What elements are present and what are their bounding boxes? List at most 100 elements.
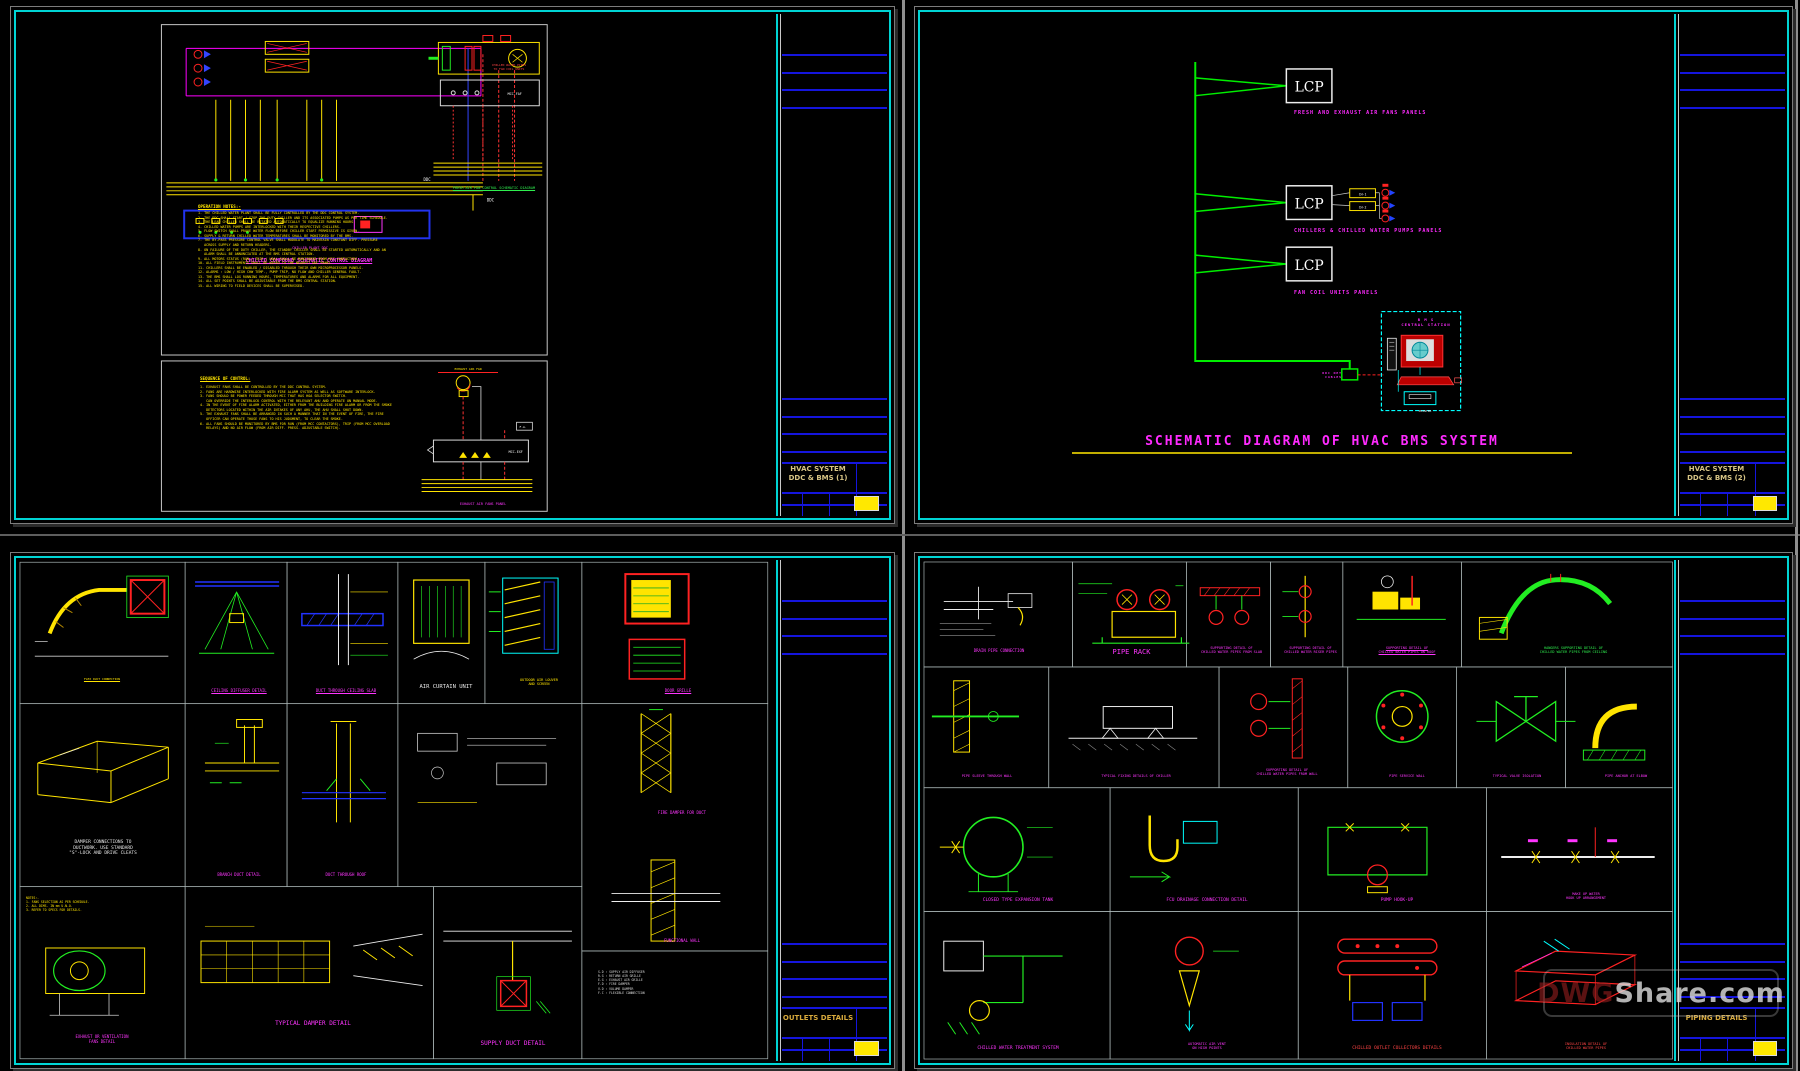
caption: INSULATION DETAIL OF CHILLED WATER PIPES — [1564, 1042, 1608, 1051]
caption: SUPPORTING DETAIL OF CHILLED WATER RISER… — [1284, 646, 1337, 655]
operation-notes: 1- THE CHILLED WATER PLANT SHALL BE FULL… — [198, 211, 388, 288]
sheet-piping-details[interactable]: DRAIN PIPE CONNECTION PIPE RACK SUPPORTI… — [914, 552, 1793, 1069]
sheet2-main-title: SCHEMATIC DIAGRAM OF HVAC BMS SYSTEM — [1072, 434, 1572, 454]
title-block: PIPING DETAILS — [1674, 560, 1785, 1061]
chilled-water-control-sketch: DDC — [166, 40, 516, 240]
caption: EXHAUST OR VENTILATION FANS DETAIL — [75, 1034, 129, 1044]
collectors-sketch — [1337, 938, 1438, 1021]
caption: CHILLED WATER TREATMENT SYSTEM — [977, 1046, 1059, 1051]
right-window-edge — [1795, 0, 1798, 1071]
caption: DAMPER CONNECTIONS TO DUCTWORK. USE STAN… — [69, 840, 137, 857]
caption: PIPE ANCHOR AT ELBOW — [1604, 774, 1648, 778]
title-block: HVAC SYSTEM DDC & BMS (2) — [1674, 14, 1785, 516]
sheet-border — [14, 10, 891, 520]
expansion-tank-sketch — [939, 816, 1053, 893]
sheet-ddc-bms-2[interactable]: LCP LCP LCP CH-1 CH-2 — [914, 6, 1793, 524]
caption: SUPPORTING DETAIL OF CHILLED WATER PIPES… — [1256, 768, 1318, 777]
horizontal-splitter[interactable] — [0, 534, 1800, 536]
damper-iso-sketch — [37, 740, 169, 804]
caption: CEILING DIFFUSER DETAIL — [211, 688, 267, 693]
caption: DRAIN PIPE CONNECTION — [973, 648, 1025, 653]
makeup-water-sketch — [1501, 827, 1655, 864]
lcp-2-label: LCP — [1295, 197, 1324, 213]
caption: FCU DRAINAGE CONNECTION DETAIL — [1166, 898, 1248, 903]
door-grille-sketch — [624, 573, 690, 680]
caption: FLEX DUCT CONNECTION — [83, 677, 121, 681]
fcu-drain-sketch — [1129, 815, 1218, 883]
sheet-title: OUTLETS DETAILS — [782, 1013, 854, 1022]
sheet-outlets-details[interactable]: FLEX DUCT CONNECTION CEILING DIFFUSER DE… — [10, 552, 895, 1069]
caption: FUNCTIONAL WALL — [663, 938, 701, 943]
revision-highlight — [854, 1040, 880, 1056]
caption: SUPPORTING DETAIL OF CHILLED WATER PIPES… — [1378, 646, 1436, 655]
caption: SUPPLY DUCT DETAIL — [480, 1040, 546, 1047]
sheet-title: HVAC SYSTEM DDC & BMS (2) — [1687, 464, 1746, 482]
sheet3-notes: NOTES:-1- FANS SELECTION AS PER SCHEDULE… — [26, 896, 90, 913]
caption: TYPICAL VALVE ISOLATION — [1492, 774, 1542, 778]
lcp-3-label: LCP — [1295, 258, 1324, 274]
ddc-label-2: DDC — [424, 177, 432, 182]
pipes-from-slab-sketch — [1199, 587, 1261, 625]
exhaust-fan-detail-sketch — [45, 947, 146, 1016]
riser-pipes-sketch — [1282, 575, 1312, 638]
duct-through-slab-sketch — [301, 574, 388, 666]
pump-hookup-sketch — [1327, 823, 1428, 894]
chiller-1-label: CH-1 — [1359, 193, 1367, 197]
flange-sketch — [1375, 689, 1429, 743]
caption: OUTDOOR AIR LOUVER AND SCREEN — [520, 678, 558, 687]
revision-highlight — [1752, 1040, 1778, 1056]
louver-sketch — [488, 577, 559, 654]
sheet-title: HVAC SYSTEM DDC & BMS (1) — [788, 464, 848, 482]
damper-schedule-sketch — [200, 925, 423, 987]
title-block: OUTLETS DETAILS — [775, 560, 887, 1061]
sheet-ddc-bms-1[interactable]: DDC MCC-FAF DDC — [10, 6, 895, 524]
ceiling-diffuser-sketch — [195, 581, 280, 654]
printer-label: PRINTER — [1418, 409, 1432, 413]
caption: DUCT THROUGH ROOF — [325, 872, 367, 877]
caption: PIPE SERVICE WALL — [1389, 774, 1425, 778]
anchor-elbow-sketch — [1582, 703, 1646, 761]
bms-station-label: B M S CENTRAL STATION — [1401, 317, 1451, 327]
fire-alarm-label: F.A. — [519, 425, 526, 429]
sheet-title: PIPING DETAILS — [1685, 1013, 1748, 1022]
caption: DOOR GRILLE — [664, 688, 692, 693]
watermark-prefix: DWG — [1537, 977, 1615, 1009]
sheet2-drawing-area: LCP LCP LCP CH-1 CH-2 — [922, 14, 1674, 516]
sheet1-drawing-area: DDC MCC-FAF DDC — [18, 14, 776, 516]
caption: BRANCH DUCT DETAIL — [217, 872, 261, 877]
fan-label: EXHAUST AIR FAN — [438, 367, 498, 373]
title-block: HVAC SYSTEM DDC & BMS (1) — [775, 14, 887, 516]
caption: TYPICAL FIXING DETAILS OF CHILLER — [1101, 774, 1171, 778]
caption: FIRE DAMPER FOR DUCT — [657, 810, 707, 815]
roof-support-sketch — [1356, 575, 1446, 620]
branch-duct-sketch — [204, 719, 280, 784]
sheet3-drawing-area: FLEX DUCT CONNECTION CEILING DIFFUSER DE… — [18, 560, 776, 1061]
ddc-label: DDC — [487, 198, 495, 203]
pipe-rack-sketch — [1078, 583, 1190, 644]
caption: PIPE SLEEVE THROUGH WALL — [961, 774, 1013, 778]
panel2-label: CHILLERS & CHILLED WATER PUMPS PANELS — [1294, 228, 1443, 234]
lcp-1-label: LCP — [1295, 80, 1324, 96]
pipe-sleeve-sketch — [931, 680, 1020, 753]
panel1-label: FRESH AND EXHAUST AIR FANS PANELS — [1294, 110, 1427, 116]
drain-pipe-sketch — [939, 586, 1033, 636]
detail-grid — [923, 561, 1673, 1060]
caption: PUMP HOOK-UP — [1380, 898, 1414, 903]
bms-central-station-sketch — [1380, 310, 1462, 412]
pipes-label: CHILLED WATER PIPES TO FAN COIL UNITS — [491, 63, 527, 71]
panel-label: CHILLER PLANT DDC — [292, 246, 328, 250]
exhaust-fan-sketch: MCC-EXF F.A. — [421, 375, 533, 493]
caption: CLOSED TYPE EXPANSION TANK — [982, 898, 1054, 903]
hanger-pipe-sketch — [1478, 573, 1613, 640]
ddc-net-label: DDC NET CABLES — [1322, 371, 1342, 379]
insulation-iso-sketch — [1513, 938, 1638, 1006]
sheet-border — [918, 10, 1789, 520]
sheet1-linework: DDC MCC-FAF DDC — [160, 24, 548, 512]
flex-duct-sketch — [34, 575, 169, 657]
caption: AIR CURTAIN UNIT — [419, 684, 473, 690]
air-curtain-sketch — [413, 579, 470, 660]
ddc-network-sketch: LCP LCP LCP CH-1 CH-2 — [1194, 62, 1396, 381]
caption: PIPE RACK — [1112, 648, 1151, 656]
